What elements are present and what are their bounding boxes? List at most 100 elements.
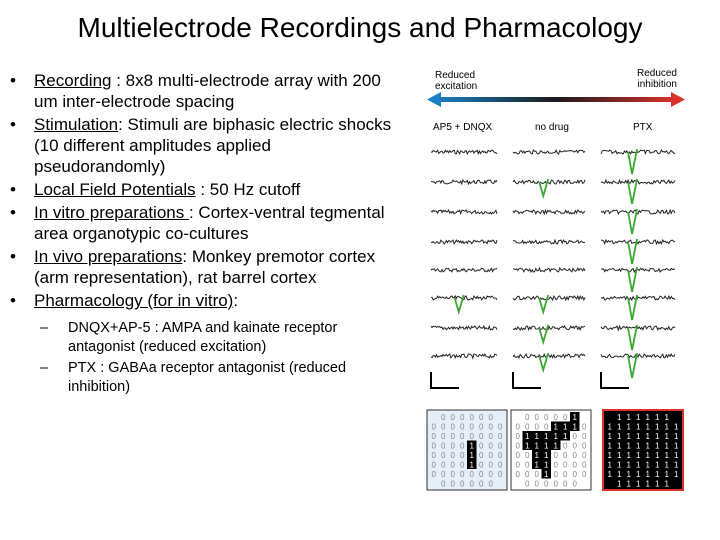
bullet-recording: • Recording : 8x8 multi-electrode array …	[10, 71, 381, 111]
electrode-value: 0	[479, 451, 484, 460]
electrode-value: 1	[646, 480, 651, 489]
active-electrode-cell	[570, 412, 580, 422]
electrode-value: 0	[489, 413, 494, 422]
label-ap5-dnqx: AP5 + DNQX	[433, 122, 493, 133]
active-electrode-cell	[551, 440, 561, 450]
lfp-trace	[600, 294, 676, 302]
electrode-value: 0	[498, 451, 503, 460]
lfp-trace	[512, 353, 586, 359]
electrode-value: 1	[608, 442, 613, 451]
electrode-value: 0	[544, 413, 549, 422]
electrode-value: 1	[535, 442, 540, 451]
electrode-value: 1	[608, 432, 613, 441]
electrode-value: 0	[554, 480, 559, 489]
bullet-in-vitro: • In vitro preparations : Cortex-ventral…	[10, 203, 385, 243]
electrode-value: 0	[451, 480, 456, 489]
electrode-value: 1	[470, 451, 475, 460]
electrode-value: 1	[535, 432, 540, 441]
sub-bullet-dnqx: – DNQX+AP-5 : AMPA and kainate receptor …	[40, 320, 338, 355]
electrode-value: 0	[470, 470, 475, 479]
electrode-value: 0	[525, 423, 530, 432]
electrode-value: 1	[525, 442, 530, 451]
electrode-value: 0	[525, 461, 530, 470]
electrode-value: 1	[646, 451, 651, 460]
active-electrode-cell	[541, 469, 551, 479]
slide-title: Multielectrode Recordings and Pharmacolo…	[77, 12, 643, 43]
electrode-value: 0	[525, 451, 530, 460]
electrode-value: 1	[544, 442, 549, 451]
electrode-value: 0	[489, 451, 494, 460]
electrode-value: 1	[665, 480, 670, 489]
label-ptx: PTX	[633, 122, 653, 133]
electrode-value: 0	[516, 470, 521, 479]
electrode-value: 0	[460, 470, 465, 479]
active-electrode-cell	[532, 450, 542, 460]
electrode-value: 1	[563, 423, 568, 432]
active-electrode-cell	[570, 421, 580, 431]
evoked-response-highlight	[538, 352, 550, 374]
electrode-value: 0	[460, 413, 465, 422]
evoked-response-highlight	[538, 324, 550, 346]
electrode-value: 1	[544, 451, 549, 460]
electrode-value: 0	[516, 432, 521, 441]
electrode-value: 1	[535, 451, 540, 460]
electrode-value: 1	[608, 461, 613, 470]
electrode-value: 0	[479, 423, 484, 432]
electrode-value: 1	[627, 470, 632, 479]
electrode-value: 1	[665, 461, 670, 470]
electrode-value: 0	[525, 470, 530, 479]
electrode-value: 1	[525, 432, 530, 441]
evoked-response-highlight	[627, 294, 638, 321]
electrode-value: 0	[441, 470, 446, 479]
electrode-value: 1	[563, 432, 568, 441]
lfp-trace	[430, 353, 498, 360]
electrode-value: 0	[573, 442, 578, 451]
evoked-response-highlight	[627, 352, 638, 379]
electrode-value: 1	[655, 442, 660, 451]
electrode-value: 0	[451, 423, 456, 432]
electrode-value: 1	[470, 461, 475, 470]
electrode-value: 0	[516, 461, 521, 470]
electrode-value: 0	[470, 413, 475, 422]
electrode-value: 0	[441, 423, 446, 432]
electrode-value: 1	[544, 461, 549, 470]
electrode-value: 1	[665, 442, 670, 451]
electrode-value: 0	[554, 451, 559, 460]
electrode-value: 1	[674, 423, 679, 432]
electrode-value: 0	[470, 480, 475, 489]
lfp-trace	[512, 149, 586, 155]
active-electrode-cell	[541, 450, 551, 460]
electrode-value: 0	[544, 480, 549, 489]
lfp-trace	[430, 178, 498, 186]
bullet-list: • Recording : 8x8 multi-electrode array …	[10, 70, 405, 399]
electrode-value: 0	[432, 451, 437, 460]
electrode-value: 1	[554, 432, 559, 441]
electrode-value: 0	[479, 461, 484, 470]
electrode-value: 1	[636, 413, 641, 422]
electrode-value: 1	[627, 432, 632, 441]
electrode-value: 0	[432, 442, 437, 451]
active-electrode-cell	[541, 459, 551, 469]
electrode-value: 0	[489, 432, 494, 441]
lfp-trace	[600, 178, 676, 185]
electrode-value: 0	[489, 461, 494, 470]
active-electrode-cell	[551, 421, 561, 431]
electrode-value: 1	[665, 423, 670, 432]
electrode-value: 1	[617, 413, 622, 422]
active-electrode-cell	[532, 459, 542, 469]
electrode-value: 0	[441, 432, 446, 441]
electrode-value: 1	[674, 442, 679, 451]
lfp-trace	[600, 208, 676, 216]
active-electrode-cell	[560, 421, 570, 431]
electrode-value: 0	[535, 423, 540, 432]
lfp-trace	[431, 294, 498, 301]
evoked-response-highlight	[627, 266, 638, 293]
active-electrode-cell	[467, 450, 477, 460]
gradient-double-arrow	[427, 92, 685, 107]
electrode-value: 0	[582, 451, 587, 460]
electrode-value: 1	[608, 451, 613, 460]
electrode-value: 0	[489, 423, 494, 432]
electrode-value: 0	[554, 470, 559, 479]
electrode-value: 0	[582, 432, 587, 441]
label-no-drug: no drug	[535, 122, 569, 133]
